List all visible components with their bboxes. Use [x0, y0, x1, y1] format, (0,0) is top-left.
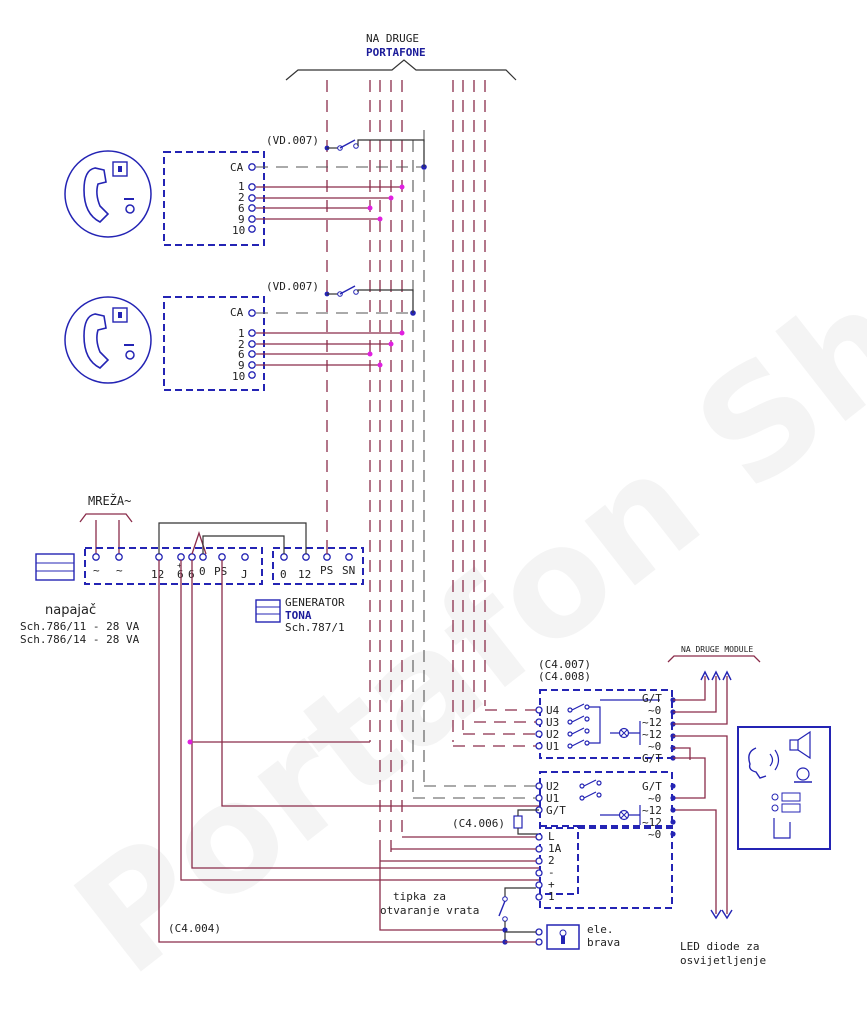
generator-rail-icon	[255, 599, 281, 623]
lock-1a: 1A	[548, 842, 562, 855]
gen-term-0: 0	[280, 568, 287, 581]
napajac-label: napajač	[45, 603, 96, 618]
ele-brava-label-1: ele.	[587, 923, 614, 936]
door-panel-icon	[737, 726, 831, 850]
vd007-switch-2: (VD.007)	[266, 280, 414, 313]
watermark: Portafon Shop	[45, 125, 867, 1009]
gen-term-ps: PS	[320, 564, 333, 577]
gen-term-sn: SN	[342, 564, 355, 577]
ele-brava-label-2: brava	[587, 936, 620, 949]
na-druge-module: NA DRUGE MODULE	[667, 645, 761, 725]
lower-tilde12-a: ~12	[642, 804, 662, 817]
electric-lock: ele. brava	[505, 923, 620, 950]
lower-gt-r: G/T	[642, 780, 662, 793]
psu-model-2: Sch.786/14 - 28 VA	[20, 633, 140, 646]
handset-1-terminals: CA 1 2 6 9 10	[230, 161, 427, 237]
term-1-1: 1	[238, 180, 245, 193]
term-ca-1: CA	[230, 161, 244, 174]
term-6-1: 6	[238, 202, 245, 215]
c4007-tilde12-a: ~12	[642, 716, 662, 729]
na-druge-module-label: NA DRUGE MODULE	[681, 645, 753, 654]
vd007-switch-1: (VD.007)	[266, 134, 425, 167]
lower-u1: U1	[546, 792, 559, 805]
term-9-2: 9	[238, 359, 245, 372]
psu-model-1: Sch.786/11 - 28 VA	[20, 620, 140, 633]
door-open-button: tipka za otvaranje vrata	[379, 850, 536, 945]
vd007-label-1: (VD.007)	[266, 134, 319, 147]
psu-term-ps: PS	[214, 565, 227, 578]
module-c4006: (C4.006) L 1A 2 - + 1	[380, 809, 673, 909]
module-lower: U2 U1 G/T G/T ~0 ~12 ~12 ~0	[413, 771, 676, 841]
top-brace	[285, 59, 517, 81]
term-6-2: 6	[238, 348, 245, 361]
lock-plus: +	[548, 878, 555, 891]
c4007-gt-bottom: G/T	[642, 752, 662, 765]
c4006-label: (C4.006)	[452, 817, 505, 830]
term-10-1: 10	[232, 224, 245, 237]
lock-1: 1	[548, 890, 555, 903]
psu-term-12: 12	[151, 568, 164, 581]
term-2-2: 2	[238, 338, 245, 351]
handset-2-terminals: CA 1 2 6 9 10	[230, 306, 416, 383]
c4004-label: (C4.004)	[168, 922, 221, 935]
psu-term-tilde2: ~	[116, 564, 123, 577]
lower-tilde0-b: ~0	[648, 828, 661, 841]
c4007-u2: U2	[546, 728, 559, 741]
psu-rail-icon	[35, 553, 75, 581]
lock-icon	[546, 924, 580, 950]
c4007-u3: U3	[546, 716, 559, 729]
psu-term-0: 0	[199, 565, 206, 578]
term-2-1: 2	[238, 191, 245, 204]
generator-label-2: TONA	[285, 609, 312, 622]
power-supply: MREŽA~ ~ ~ 12 6 6 0 PS J + napajač Sch.7…	[20, 493, 263, 646]
lower-tilde0-a: ~0	[648, 792, 661, 805]
handset-icon-2	[64, 296, 152, 384]
term-1-2: 1	[238, 327, 245, 340]
mreza-label: MREŽA~	[88, 493, 131, 508]
lower-u2: U2	[546, 780, 559, 793]
psu-term-j: J	[241, 568, 248, 581]
c4006-box	[539, 825, 579, 895]
led-wiring: LED diode za osvijetljenje	[673, 735, 766, 967]
psu-interconnects: (C4.004)	[158, 522, 539, 943]
lock-minus: -	[548, 866, 555, 879]
vd007-label-2: (VD.007)	[266, 280, 319, 293]
psu-term-6b: 6	[188, 568, 195, 581]
c4007-u1: U1	[546, 740, 559, 753]
lock-l: L	[548, 830, 555, 843]
psu-box	[84, 547, 263, 585]
tipka-label-1: tipka za	[393, 890, 446, 903]
generator-label-1: GENERATOR	[285, 596, 345, 609]
psu-term-tilde1: ~	[93, 564, 100, 577]
gen-term-12: 12	[298, 568, 311, 581]
c4007-label: (C4.007)	[538, 658, 591, 671]
c4007-tilde12-b: ~12	[642, 728, 662, 741]
generator-box	[272, 547, 364, 585]
term-10-2: 10	[232, 370, 245, 383]
c4007-u4: U4	[546, 704, 560, 717]
handset-icon	[64, 150, 152, 238]
top-label-line2: PORTAFONE	[366, 46, 426, 59]
c4007-tilde0-b: ~0	[648, 740, 661, 753]
psu-term-plus: +	[177, 561, 182, 570]
led-label-2: osvijetljenje	[680, 954, 766, 967]
c4007-tilde0-a: ~0	[648, 704, 661, 717]
c4008-label: (C4.008)	[538, 670, 591, 683]
mreza-brace	[79, 513, 133, 523]
vertical-bus	[326, 80, 486, 857]
tone-generator: 0 12 PS SN GENERATOR TONA Sch.787/1	[255, 547, 364, 634]
led-label-1: LED diode za	[680, 940, 759, 953]
generator-label-3: Sch.787/1	[285, 621, 345, 634]
top-label-line1: NA DRUGE	[366, 32, 419, 45]
term-ca-2: CA	[230, 306, 244, 319]
module-c4007: (C4.007) (C4.008) U4 U3 U2 U1 G/T ~0 ~12…	[453, 658, 676, 765]
tipka-label-2: otvaranje vrata	[380, 904, 479, 917]
lower-gt: G/T	[546, 804, 566, 817]
lock-2: 2	[548, 854, 555, 867]
term-9-1: 9	[238, 213, 245, 226]
c4007-gt-top: G/T	[642, 692, 662, 705]
psu-term-6a: 6	[177, 568, 184, 581]
